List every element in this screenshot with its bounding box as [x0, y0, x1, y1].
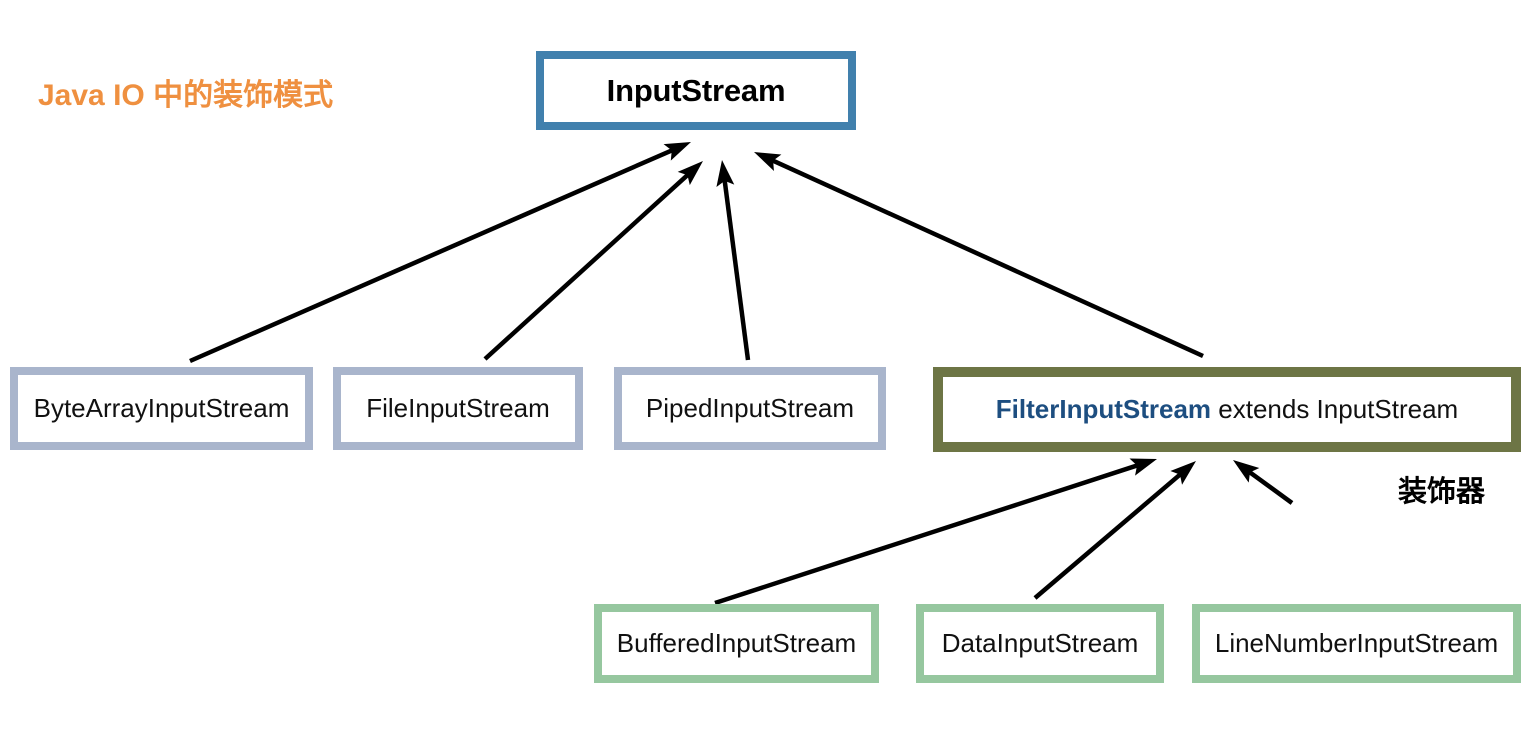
- node-datainputstream[interactable]: DataInputStream: [916, 604, 1164, 683]
- node-bytearrayinputstream[interactable]: ByteArrayInputStream: [10, 367, 313, 450]
- node-filterinputstream[interactable]: FilterInputStream extends InputStream: [933, 367, 1521, 452]
- node-filterinputstream-extends: extends InputStream: [1211, 394, 1459, 424]
- edge-arrow: [1233, 460, 1294, 505]
- node-fileinputstream[interactable]: FileInputStream: [333, 367, 583, 450]
- node-filterinputstream-classname: FilterInputStream: [995, 394, 1212, 424]
- page-title: Java IO 中的装饰模式: [38, 79, 334, 112]
- node-inputstream[interactable]: InputStream: [536, 51, 856, 130]
- node-pipedinputstream-label: PipedInputStream: [645, 393, 855, 423]
- node-bufferedinputstream-label: BufferedInputStream: [616, 628, 857, 658]
- edge-arrow: [754, 152, 1204, 359]
- node-fileinputstream-label: FileInputStream: [366, 393, 550, 423]
- node-linenumberinputstream[interactable]: LineNumberInputStream: [1192, 604, 1521, 683]
- edge-arrow: [483, 161, 703, 361]
- edge-arrow: [714, 458, 1157, 606]
- node-bufferedinputstream[interactable]: BufferedInputStream: [594, 604, 879, 683]
- node-bytearrayinputstream-label: ByteArrayInputStream: [33, 393, 290, 423]
- node-linenumberinputstream-label: LineNumberInputStream: [1214, 628, 1499, 658]
- edge-arrow: [189, 142, 691, 364]
- edge-arrow: [1033, 461, 1196, 600]
- node-datainputstream-label: DataInputStream: [941, 628, 1139, 658]
- node-filterinputstream-label: FilterInputStream extends InputStream: [996, 394, 1458, 425]
- decorator-caption: 装饰器: [1398, 476, 1486, 508]
- node-inputstream-label: InputStream: [606, 72, 786, 108]
- edge-arrow: [716, 160, 751, 361]
- node-pipedinputstream[interactable]: PipedInputStream: [614, 367, 886, 450]
